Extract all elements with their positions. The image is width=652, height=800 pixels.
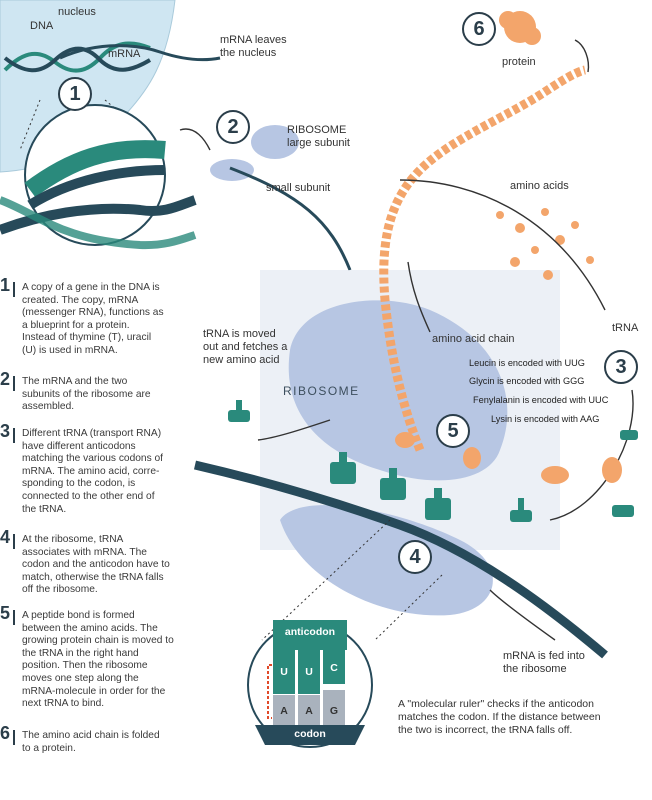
encoding-fenylalanin: Fenylalanin is encoded with UUC bbox=[473, 395, 609, 405]
amino-acids-label: amino acids bbox=[510, 180, 569, 192]
ribosome-small-part bbox=[280, 505, 493, 616]
anticodon-letter-3: C bbox=[330, 662, 338, 674]
codon-letter-3: G bbox=[329, 705, 339, 717]
codon-label: codon bbox=[294, 728, 326, 740]
step-4-number: 4 bbox=[0, 528, 20, 549]
step-3: 3 Different tRNA (transport RNA) have di… bbox=[0, 422, 190, 516]
mrna-fed-label: mRNA is fed into the ribosome bbox=[503, 650, 585, 675]
marker-4: 4 bbox=[398, 540, 432, 574]
step-2-number: 2 bbox=[0, 370, 20, 391]
mrna-strand-main bbox=[193, 460, 608, 659]
trna-label: tRNA bbox=[612, 322, 639, 334]
step-6-number: 6 bbox=[0, 724, 20, 745]
small-subunit-label: small subunit bbox=[266, 182, 331, 194]
step-1-text: A copy of a gene in the DNA is created. … bbox=[22, 282, 164, 356]
step-3-text: Different tRNA (transport RNA) have diff… bbox=[22, 428, 164, 515]
ribosome-label: RIBOSOME bbox=[283, 384, 360, 398]
anticodon-label: anticodon bbox=[284, 626, 336, 638]
encoding-lysin: Lysin is encoded with AAG bbox=[491, 414, 600, 424]
mrna-leaves-label: mRNA leaves the nucleus bbox=[220, 34, 287, 59]
anticodon-letter-2: U bbox=[305, 666, 313, 678]
mrna-label: mRNA bbox=[108, 48, 141, 60]
step-4: 4 At the ribosome, tRNA associates with … bbox=[0, 528, 190, 597]
nucleus-label: nucleus bbox=[58, 6, 96, 18]
anticodon-letter-1: U bbox=[280, 666, 288, 678]
step-1-number: 1 bbox=[0, 276, 20, 297]
dna-label: DNA bbox=[30, 20, 54, 32]
dna-strand-a bbox=[3, 41, 151, 73]
marker-1: 1 bbox=[58, 77, 92, 111]
ribosome-large-label: RIBOSOME large subunit bbox=[287, 124, 350, 149]
molecular-ruler-note: A "molecular ruler" checks if the antico… bbox=[398, 698, 601, 736]
step-6: 6 The amino acid chain is folded to a pr… bbox=[0, 724, 190, 755]
step-6-text: The amino acid chain is folded to a prot… bbox=[22, 730, 160, 754]
trna-moved-label: tRNA is moved out and fetches a new amin… bbox=[203, 328, 288, 366]
step-2-text: The mRNA and the two subunits of the rib… bbox=[22, 376, 151, 413]
protein-label: protein bbox=[502, 56, 536, 68]
codon-letter-1: A bbox=[280, 705, 288, 717]
step-1: 1 A copy of a gene in the DNA is created… bbox=[0, 276, 190, 358]
amino-acid-chain-label: amino acid chain bbox=[432, 333, 515, 345]
marker-2: 2 bbox=[216, 110, 250, 144]
trna-group bbox=[228, 400, 638, 522]
large-subunit-shape bbox=[251, 125, 299, 159]
free-amino-acids bbox=[496, 208, 594, 280]
step-5-text: A peptide bond is formed between the ami… bbox=[22, 610, 174, 710]
codon-zoom bbox=[247, 620, 373, 748]
dna-template-strand bbox=[0, 195, 197, 235]
step-2: 2 The mRNA and the two subunits of the r… bbox=[0, 370, 190, 414]
step-3-number: 3 bbox=[0, 422, 20, 443]
step-5-number: 5 bbox=[0, 604, 20, 625]
marker-3: 3 bbox=[604, 350, 638, 384]
step-4-text: At the ribosome, tRNA associates with mR… bbox=[22, 534, 170, 596]
encoding-leucin: Leucin is encoded with UUG bbox=[469, 358, 585, 368]
marker-5: 5 bbox=[436, 414, 470, 448]
amino-acid-chain bbox=[379, 65, 587, 452]
dna-strand-b bbox=[3, 46, 152, 73]
marker-6: 6 bbox=[462, 12, 496, 46]
step-5: 5 A peptide bond is formed between the a… bbox=[0, 604, 190, 711]
codon-letter-2: A bbox=[305, 705, 313, 717]
mrna-to-ribosome bbox=[229, 166, 352, 271]
mrna-leaving-strand bbox=[59, 44, 221, 62]
dna-coding-strand bbox=[0, 196, 197, 250]
encoding-glycin: Glycin is encoded with GGG bbox=[469, 376, 585, 386]
